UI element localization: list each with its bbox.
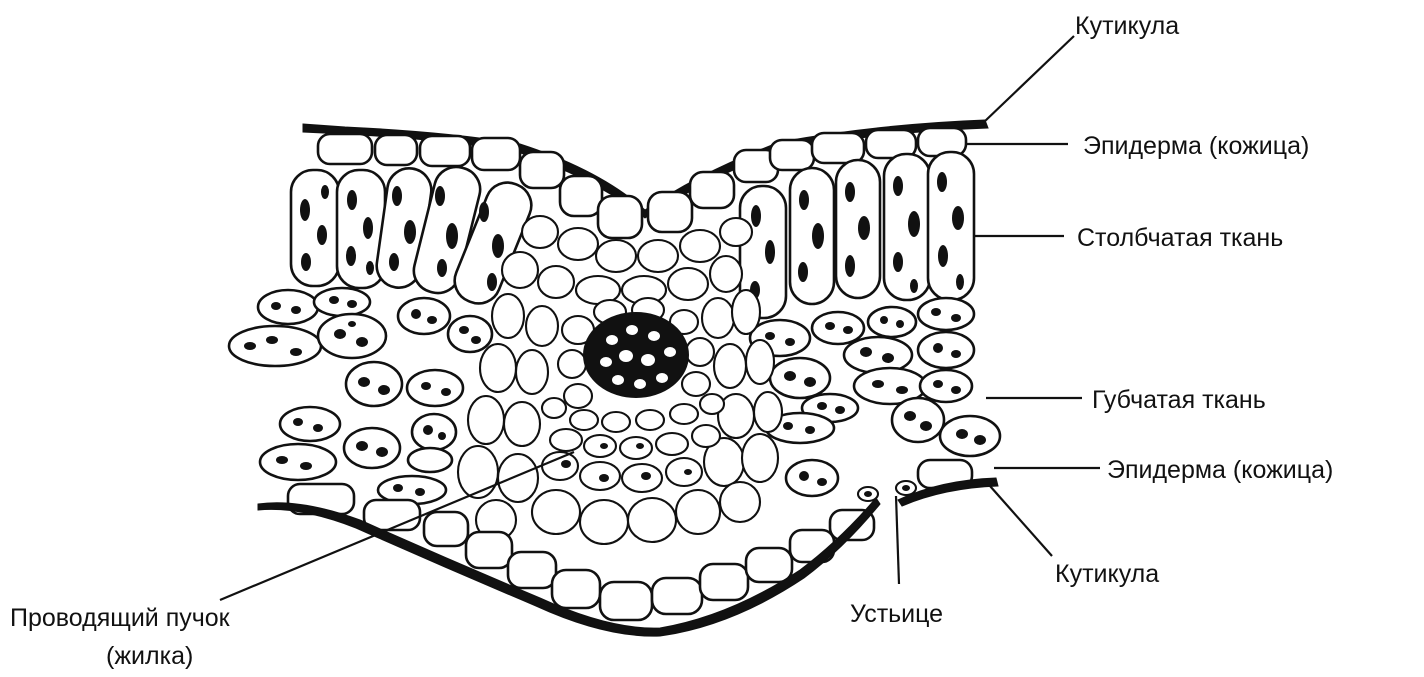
label-stoma: Устьице [850,600,943,628]
label-vascular-bundle: Проводящий пучок [10,604,231,632]
leader-cuticle-bottom [990,486,1052,556]
label-epidermis-bottom: Эпидерма (кожица) [1107,456,1333,484]
label-spongy-tissue: Губчатая ткань [1092,386,1266,414]
vascular-bundle [542,298,724,492]
label-epidermis-top: Эпидерма (кожица) [1083,132,1309,160]
leader-stoma [896,496,899,584]
label-cuticle-top: Кутикула [1075,12,1179,40]
label-cuticle-bottom: Кутикула [1055,560,1159,588]
label-palisade-tissue: Столбчатая ткань [1077,224,1283,252]
label-vascular-bundle-vein: (жилка) [106,642,193,670]
leader-cuticle-top [984,36,1074,122]
